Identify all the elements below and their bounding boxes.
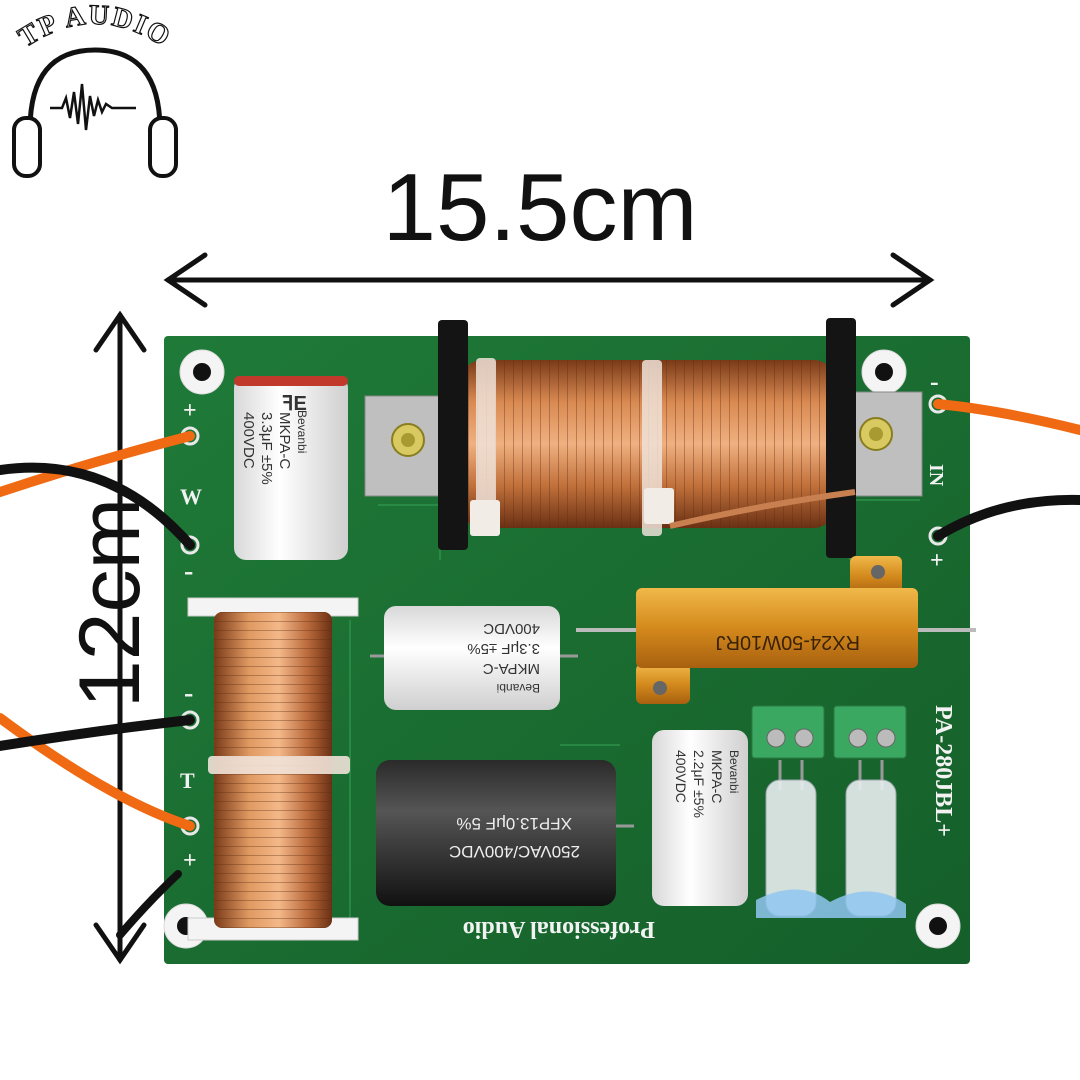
cap2-voltage: 400VDC bbox=[483, 620, 540, 637]
cap3-voltage: 400VDC bbox=[673, 750, 689, 803]
silk-minus-in: - bbox=[930, 367, 939, 396]
height-arrow bbox=[93, 310, 147, 965]
width-arrow bbox=[163, 252, 935, 308]
power-resistor: RX24-50W10RJ bbox=[576, 556, 976, 704]
cap3-brand: Bevanbi bbox=[727, 750, 741, 793]
cap1-type: MKPA-C bbox=[276, 412, 293, 469]
silk-plus-in: + bbox=[930, 548, 944, 574]
cap1-brand: Bevanbi bbox=[295, 410, 309, 453]
inductor-top bbox=[364, 318, 923, 558]
silk-in: IN bbox=[925, 464, 947, 487]
cap2-brand: Bevanbi bbox=[497, 681, 540, 695]
capacitor-black: 250VAC/400VDC XFP13.0μF 5% bbox=[376, 760, 634, 906]
cap1-value: 3.3μF ±5% bbox=[258, 412, 275, 485]
silk-t: T bbox=[180, 768, 195, 793]
black-cap-line2: XFP13.0μF 5% bbox=[456, 814, 572, 833]
silk-w: W bbox=[180, 484, 202, 509]
capacitor-1: ꟻE Bevanbi MKPA-C 3.3μF ±5% 400VDC bbox=[234, 376, 348, 560]
terminal-block-2 bbox=[833, 705, 907, 759]
halogen-bulb-1 bbox=[765, 760, 817, 917]
silk-plus-1: + bbox=[183, 398, 197, 424]
cap3-type: MKPA-C bbox=[709, 750, 725, 803]
board-model: PA-280JBL+ bbox=[930, 705, 956, 837]
resistor-label: RX24-50W10RJ bbox=[715, 631, 860, 653]
wires bbox=[0, 399, 1080, 939]
board-maker-text: Professional Audio bbox=[463, 916, 655, 942]
blue-glue bbox=[756, 889, 906, 918]
width-dimension-label: 15.5cm bbox=[382, 154, 698, 261]
cap3-value: 2.2μF ±5% bbox=[691, 750, 707, 818]
cap2-value: 3.3μF ±5% bbox=[467, 640, 540, 657]
silk-minus-2: - bbox=[184, 678, 193, 709]
height-dimension-label: 12cm bbox=[62, 497, 158, 709]
cap1-voltage: 400VDC bbox=[240, 412, 257, 469]
black-cap-line1: 250VAC/400VDC bbox=[449, 842, 580, 861]
halogen-bulb-2 bbox=[845, 760, 897, 917]
inductor-left bbox=[187, 597, 359, 941]
cap2-type: MKPA-C bbox=[483, 660, 540, 677]
silk-minus-1: - bbox=[184, 556, 193, 587]
silk-plus-2: + bbox=[183, 848, 197, 874]
capacitor-2: Bevanbi MKPA-C 3.3μF ±5% 400VDC bbox=[370, 606, 578, 710]
tp-audio-logo: TP AUDIO bbox=[12, 0, 178, 178]
capacitor-3: Bevanbi MKPA-C 2.2μF ±5% 400VDC bbox=[652, 730, 748, 906]
svg-text:ꟻE: ꟻE bbox=[282, 393, 307, 415]
terminal-block-1 bbox=[751, 705, 825, 759]
